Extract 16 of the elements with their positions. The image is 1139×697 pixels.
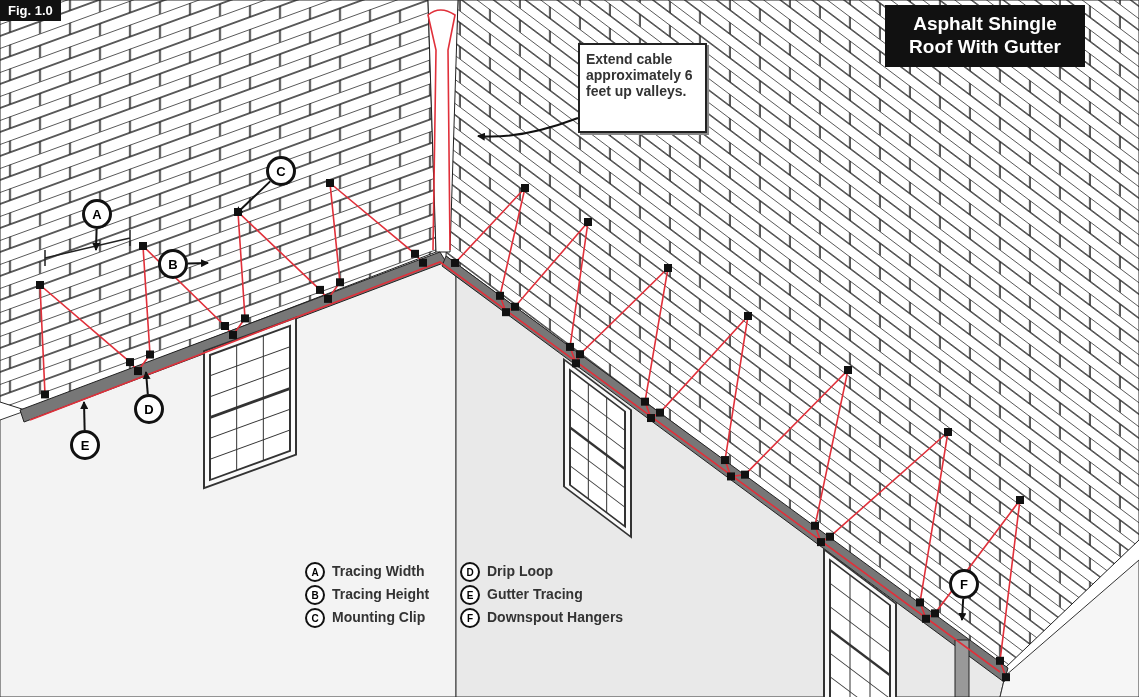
legend-text: Tracing Height: [332, 586, 430, 602]
leader-arrow: [187, 259, 209, 268]
leader-arrow: [142, 371, 151, 396]
legend-text: Drip Loop: [487, 563, 554, 579]
legend-text: Downspout Hangers: [487, 609, 624, 625]
legend-text: Mounting Clip: [332, 609, 426, 625]
leader-arrow: [92, 228, 101, 251]
legend-text: Gutter Tracing: [487, 586, 583, 602]
leader-arrow: [958, 598, 967, 621]
title-banner: Asphalt Shingle Roof With Gutter: [885, 5, 1085, 67]
leader-arrow: [80, 401, 89, 431]
leader-arrow: [477, 117, 579, 141]
legend-text: Tracing Width: [332, 563, 425, 579]
note-box: Extend cable approximately 6 feet up valleys.: [578, 43, 707, 133]
figure-number: Fig. 1.0: [0, 0, 61, 21]
leader-arrow: [235, 180, 272, 215]
